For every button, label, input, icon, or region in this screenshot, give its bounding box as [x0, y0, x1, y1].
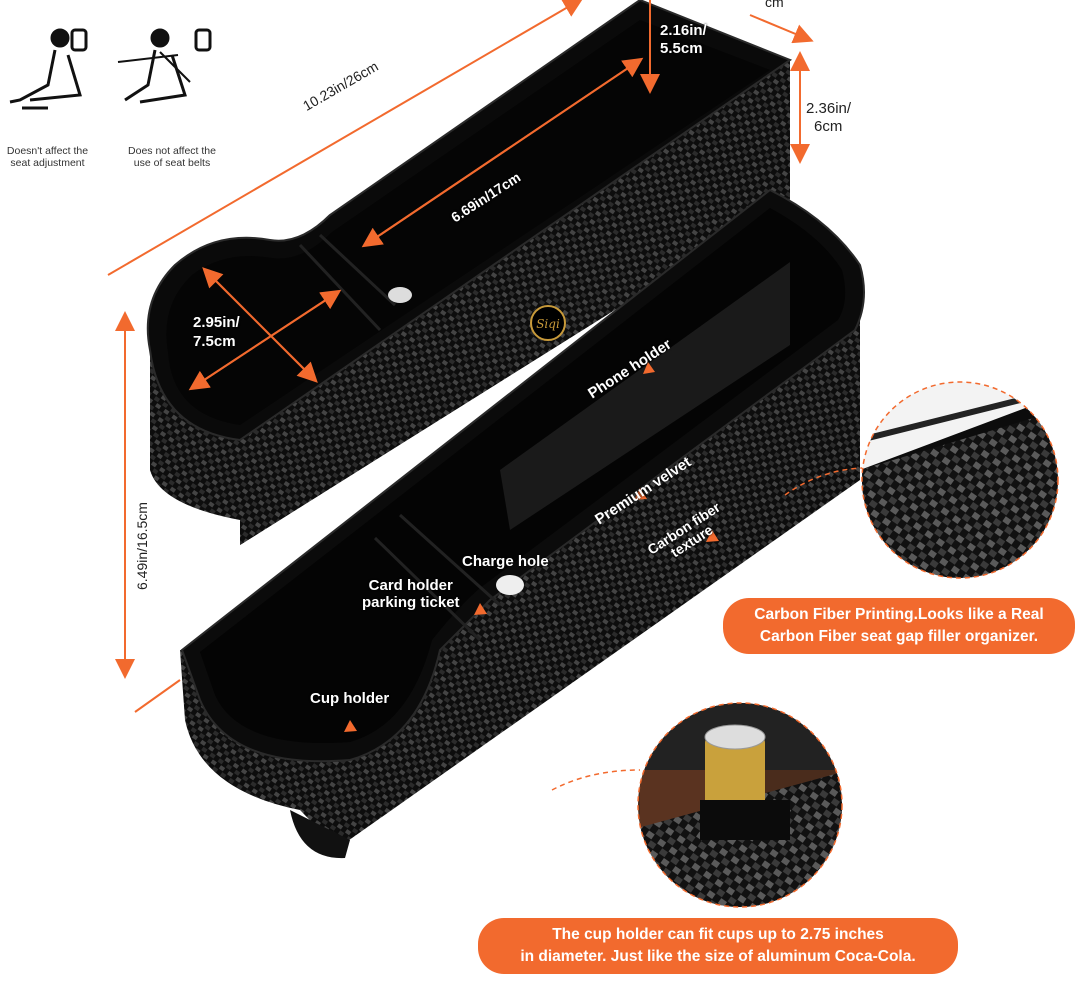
seat-adjustment-icon — [9, 28, 88, 110]
carbon-callout-line2: Carbon Fiber seat gap filler organizer. — [759, 628, 1039, 645]
cup-width-line1: 2.95in/ — [193, 314, 240, 331]
seat-belt-caption-line2: use of seat belts — [133, 157, 211, 169]
seat-adjust-caption: Doesn't affect the seat adjustment — [0, 145, 95, 169]
carbon-callout-line1: Carbon Fiber Printing.Looks like a Real — [754, 606, 1044, 623]
side-height-line2: 6cm — [814, 118, 843, 135]
feature-pointers — [344, 362, 719, 732]
cup-width-label: 2.95in/ 7.5cm — [193, 313, 240, 351]
card-holder-line1: Card holder — [368, 577, 453, 594]
cup-size-callout: The cup holder can fit cups up to 2.75 i… — [478, 918, 958, 974]
depth-top-line1: 2.16in/ — [660, 22, 707, 39]
seat-belt-caption-line1: Does not affect the — [128, 145, 216, 157]
corner-partial-label: cm — [765, 0, 784, 10]
rear-organizer: Siqi — [146, 0, 793, 545]
svg-text:Siqi: Siqi — [536, 317, 560, 331]
depth-top-line2: 5.5cm — [660, 40, 703, 57]
seat-belt-caption: Does not affect the use of seat belts — [112, 145, 232, 169]
side-height-label: 2.36in/ 6cm — [806, 100, 851, 136]
seat-belt-icon — [117, 28, 212, 104]
depth-top-label: 2.16in/ 5.5cm — [660, 22, 707, 58]
cup-holder-label: Cup holder — [310, 690, 390, 707]
card-holder-label: Card holder parking ticket — [362, 577, 460, 611]
cup-width-line2: 7.5cm — [193, 333, 236, 350]
carbon-fiber-callout: Carbon Fiber Printing.Looks like a Real … — [723, 598, 1075, 654]
cup-callout-line2: in diameter. Just like the size of alumi… — [520, 948, 916, 965]
seat-adjust-caption-line1: Doesn't affect the — [6, 145, 89, 157]
side-height-line1: 2.36in/ — [806, 100, 852, 117]
seat-adjust-caption-line2: seat adjustment — [10, 157, 85, 169]
front-organizer — [180, 188, 865, 859]
dimension-lines — [107, 0, 814, 713]
charge-hole-label: Charge hole — [462, 553, 549, 570]
overall-height-label: 6.49in/16.5cm — [134, 502, 150, 590]
card-holder-line2: parking ticket — [362, 594, 460, 611]
cup-holder-zoom — [551, 702, 843, 908]
cup-callout-line1: The cup holder can fit cups up to 2.75 i… — [552, 926, 884, 943]
carbon-fiber-zoom — [784, 381, 1059, 579]
